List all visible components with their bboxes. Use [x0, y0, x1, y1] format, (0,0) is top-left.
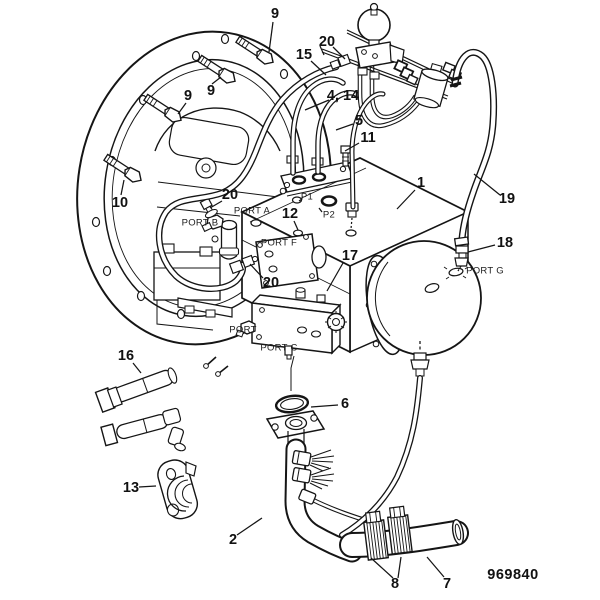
- port-a-label: PORT A: [233, 205, 271, 217]
- port-b-elbow: [201, 214, 240, 260]
- item-16-fittings: [94, 367, 186, 452]
- callout-7: 7: [442, 576, 452, 592]
- fitting-20-portb: [199, 197, 218, 219]
- pump-drain-hose: [339, 375, 423, 538]
- callout-1: 1: [416, 175, 426, 191]
- fitting-20-top: [329, 53, 352, 70]
- hose-19: [449, 48, 498, 272]
- callout-10: 10: [111, 195, 129, 211]
- port-g-hole: [448, 267, 464, 277]
- callout-13: 13: [122, 480, 140, 496]
- port-f-block: [255, 233, 327, 289]
- p2-seal-ring: [320, 195, 338, 207]
- banjo-fitting: [228, 259, 245, 275]
- top-manifold-assembly: [319, 2, 463, 109]
- o-ring-6: [274, 394, 310, 414]
- callout-20-portb: 20: [221, 187, 239, 203]
- hose-u-right: [369, 64, 418, 120]
- callout-12: 12: [281, 206, 299, 222]
- clamp-8-right: [386, 505, 413, 555]
- callout-9-top: 9: [270, 6, 280, 22]
- callout-19: 19: [498, 191, 516, 207]
- braided-hose-ends: [291, 449, 335, 490]
- callout-16: 16: [117, 348, 135, 364]
- port-d-label: PORT: [229, 324, 257, 336]
- port-c-block: [235, 287, 347, 360]
- callout-4-14: 4, 14: [326, 88, 360, 104]
- hose-5: [315, 90, 362, 175]
- item-13-clamp: [157, 459, 199, 520]
- hose-15: [156, 63, 340, 293]
- port-c-label: PORT C: [260, 342, 298, 354]
- clamp-8-left: [362, 510, 390, 561]
- callout-17: 17: [341, 248, 359, 264]
- port-g-label: PORT G: [466, 265, 504, 277]
- pump-body: [199, 145, 482, 377]
- hose-4-14: [290, 76, 346, 176]
- callout-15: 15: [295, 47, 313, 63]
- callout-11: 11: [360, 130, 376, 146]
- callout-9-mid: 9: [206, 83, 216, 99]
- bottom-hose-assembly: [265, 355, 469, 563]
- filter-canister: [413, 62, 449, 109]
- port-f-label: PORT F: [260, 237, 298, 249]
- callout-9-left: 9: [183, 88, 193, 104]
- end-cap: [366, 240, 482, 377]
- leader-lines: [120, 21, 501, 579]
- mounting-studs: [203, 356, 229, 377]
- hose-p2: [349, 91, 386, 210]
- port-b-label: PORT B: [181, 217, 219, 229]
- fitting-18: [453, 236, 470, 272]
- callout-18: 18: [496, 235, 514, 251]
- callout-20-lower: 20: [262, 275, 280, 291]
- flange-bolt-holes: [91, 33, 289, 320]
- callout-6: 6: [340, 396, 350, 412]
- p2-label: P2: [322, 209, 336, 221]
- p1-label: P1: [300, 191, 314, 203]
- callout-8: 8: [390, 576, 400, 592]
- callout-2: 2: [228, 532, 238, 548]
- callout-20-top: 20: [318, 34, 336, 50]
- figure-part-number: 969840: [487, 567, 539, 583]
- callout-5: 5: [354, 113, 364, 129]
